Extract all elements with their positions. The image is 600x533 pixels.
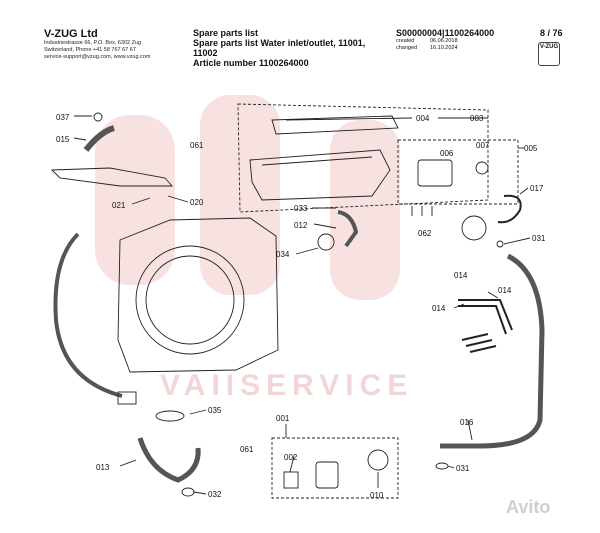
doc-number: S00000004|1100264000 <box>396 28 495 38</box>
top-cover-shape <box>271 115 399 135</box>
ring-031a-shape <box>496 240 504 248</box>
left-hose-shape <box>53 232 123 398</box>
label-016: 016 <box>460 418 474 427</box>
ring-031b-shape <box>435 462 449 470</box>
label-014b: 014 <box>498 286 512 295</box>
label-004: 004 <box>416 114 430 123</box>
company-block: V-ZUG Ltd Industriestrasse 66, P.O. Box,… <box>44 28 150 61</box>
diagram-lines <box>50 103 545 499</box>
label-014a: 014 <box>454 271 468 280</box>
changed-row: changed 16.10.2024 <box>396 45 536 52</box>
part-labels: 037 015 061 004 003 006 007 005 021 020 … <box>56 113 546 500</box>
label-017: 017 <box>530 184 544 193</box>
clamps-014-shape <box>461 333 497 353</box>
doc-info: S00000004|1100264000 created 06.06.2018 … <box>396 28 536 52</box>
valve-shape <box>417 159 453 187</box>
screws-062-shape <box>411 206 433 216</box>
logo-text: V-ZUG <box>539 44 559 50</box>
tube-014-shape <box>458 299 513 331</box>
group-003-box <box>237 103 489 213</box>
company-address-3: service-support@vzug.com, www.vzug.com <box>44 54 151 60</box>
label-010: 010 <box>370 491 384 500</box>
elbow-012-shape <box>337 210 359 248</box>
group-001-box <box>271 437 399 499</box>
label-061b: 061 <box>240 445 254 454</box>
clamp-034-shape <box>317 233 335 251</box>
pump-housing-shape <box>315 461 339 489</box>
hose-017-shape <box>497 194 522 224</box>
label-020: 020 <box>190 198 204 207</box>
label-021: 021 <box>112 201 126 210</box>
article-number: Article number 1100264000 <box>193 58 309 68</box>
label-034: 034 <box>276 250 290 259</box>
title-line-1: Spare parts list <box>193 28 259 38</box>
group-005-box <box>397 139 519 205</box>
label-015: 015 <box>56 135 70 144</box>
label-012: 012 <box>294 221 308 230</box>
company-address-1: Industriestrasse 66, P.O. Box, 6302 Zug <box>44 40 142 46</box>
label-001: 001 <box>276 414 290 423</box>
drum-opening <box>135 245 245 355</box>
title-block: Spare parts list Spare parts list Water … <box>193 28 393 68</box>
label-007: 007 <box>476 141 490 150</box>
label-013: 013 <box>96 463 110 472</box>
top-strip-shape <box>50 167 173 187</box>
hose-015-shape <box>83 125 115 152</box>
part-007-shape <box>475 161 489 175</box>
watermark-text: VAIISERVICE <box>160 369 413 402</box>
created-label: created <box>396 38 415 44</box>
avito-text: Avito <box>506 497 551 517</box>
changed-date: 16.10.2024 <box>430 45 458 51</box>
clip-037-shape <box>93 112 103 122</box>
ring-035-shape <box>155 410 185 422</box>
company-address-2: Switzerland, Phone +41 58 767 67 67 <box>44 47 136 53</box>
label-061a: 061 <box>190 141 204 150</box>
label-035: 035 <box>208 406 222 415</box>
title-line-3: 11002 <box>193 48 218 58</box>
company-name: V-ZUG Ltd <box>44 28 98 40</box>
left-hose-connector <box>117 391 137 405</box>
changed-label: changed <box>396 45 418 51</box>
vzug-logo: V-ZUG <box>538 42 560 66</box>
title-line-2: Spare parts list Water inlet/outlet, 110… <box>193 38 366 48</box>
pump-hose-shape <box>137 437 201 483</box>
label-006: 006 <box>440 149 454 158</box>
document-header: V-ZUG Ltd Industriestrasse 66, P.O. Box,… <box>0 0 600 90</box>
label-031a: 031 <box>532 234 546 243</box>
label-002: 002 <box>284 453 298 462</box>
label-014c: 014 <box>432 304 446 313</box>
tub-shape <box>117 217 279 373</box>
created-row: created 06.06.2018 <box>396 38 536 45</box>
label-032: 032 <box>208 490 222 499</box>
avito-watermark: Avito <box>506 497 550 518</box>
part-010-shape <box>367 449 389 471</box>
label-037: 037 <box>56 113 70 122</box>
page-number: 8 / 76 <box>540 28 563 38</box>
clamp-032-shape <box>181 487 195 497</box>
label-005: 005 <box>524 144 538 153</box>
hose-016-shape <box>440 253 545 449</box>
label-062: 062 <box>418 229 432 238</box>
label-031b: 031 <box>456 464 470 473</box>
detergent-box-shape <box>249 149 391 201</box>
label-003: 003 <box>470 114 484 123</box>
created-date: 06.06.2018 <box>430 38 458 44</box>
watermark: VAIISERVICE <box>95 95 413 402</box>
filter-part-shape <box>461 215 487 241</box>
part-002-shape <box>283 471 299 489</box>
label-033: 033 <box>294 204 308 213</box>
